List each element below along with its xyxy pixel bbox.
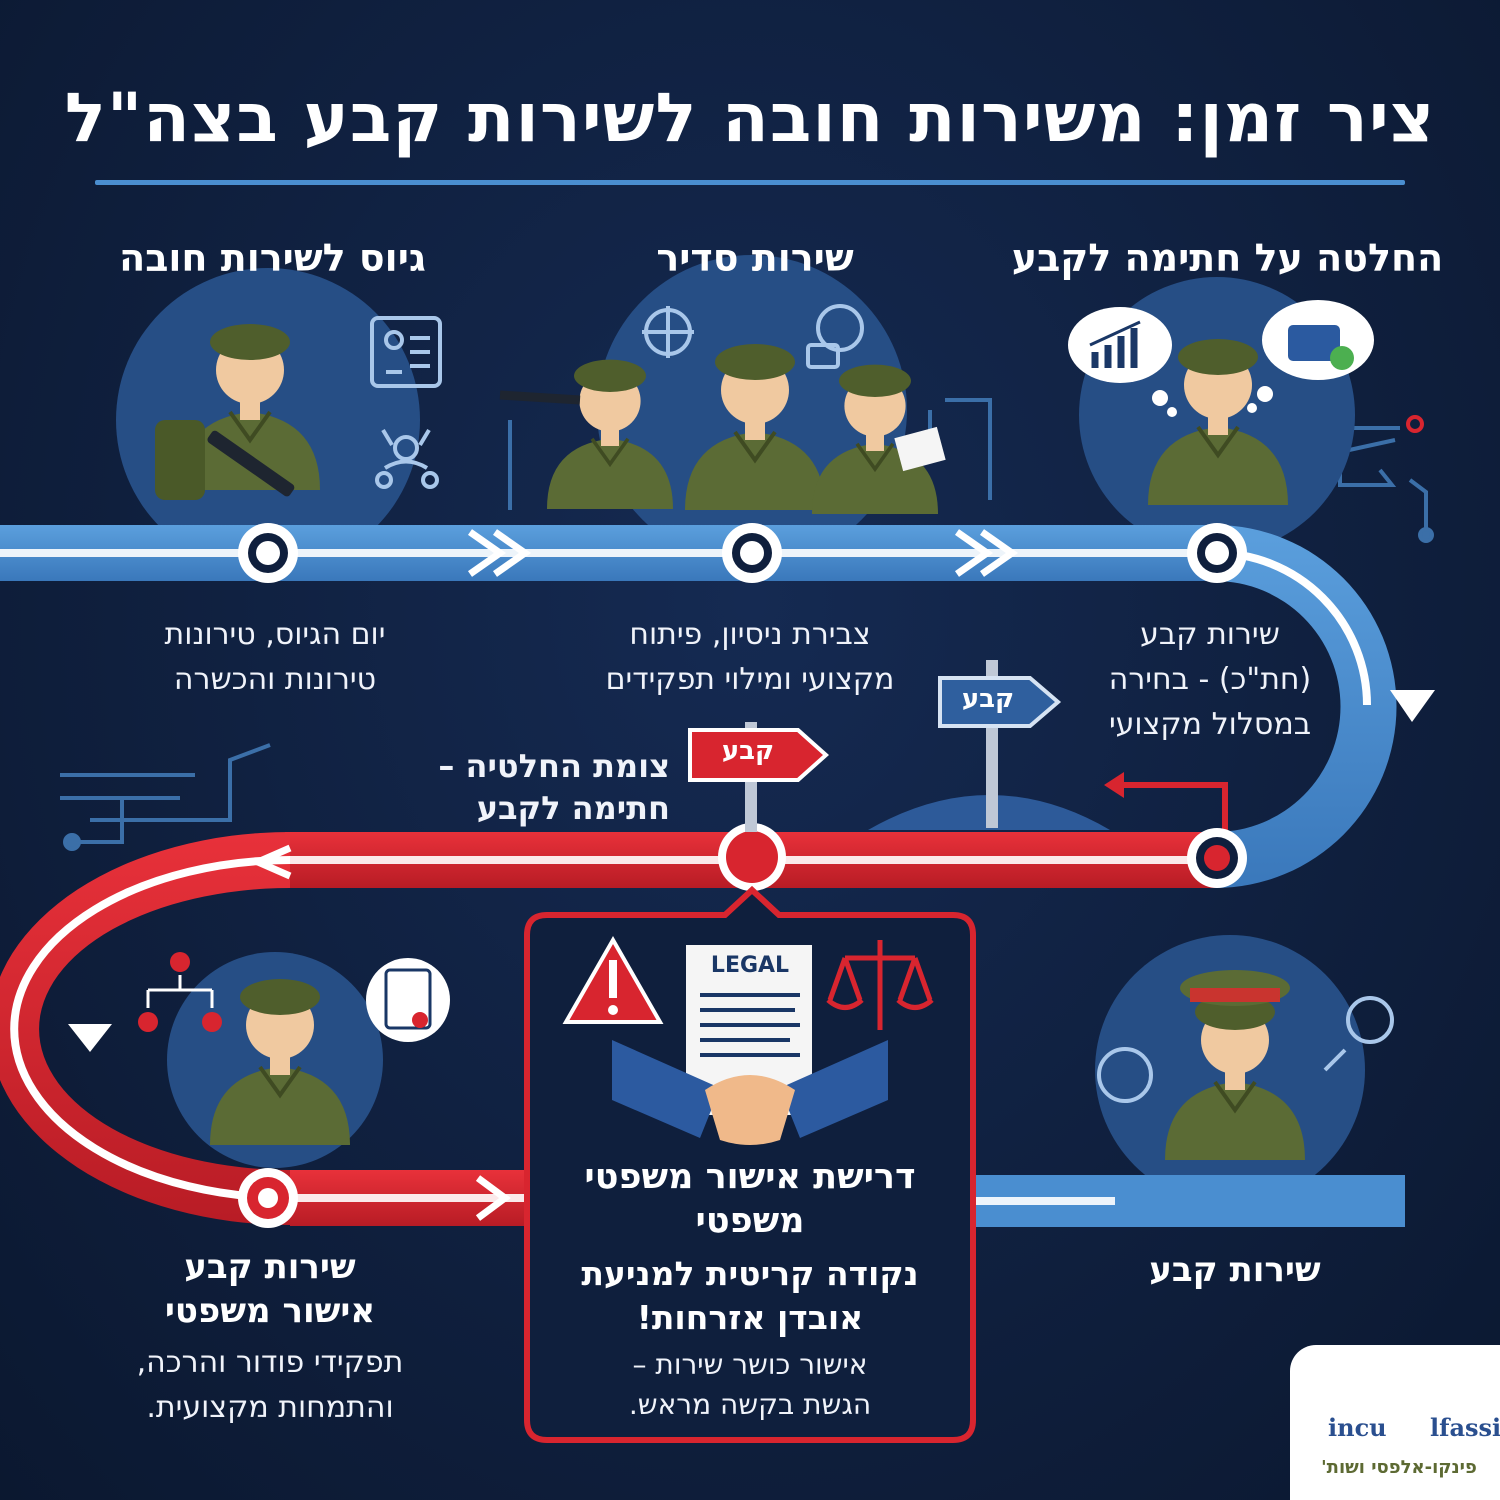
junction-dot <box>718 823 786 891</box>
legal-card <box>524 885 976 1443</box>
blue-sign-label: קבע <box>961 684 1015 714</box>
logo-word-left: incu <box>1328 1413 1387 1442</box>
org-chart-icon <box>138 952 222 1032</box>
scales-icon <box>826 940 934 1030</box>
stage2-dot <box>722 523 782 583</box>
legal-card-critical: נקודה קריטית למניעת אובדן אזרחות! <box>581 1254 919 1337</box>
blue-uturn <box>1215 525 1397 888</box>
stage2-top-icons <box>642 304 864 369</box>
red-dot-right <box>1187 828 1247 888</box>
stage1-title: גיוס לשירות חובה <box>119 236 426 280</box>
red-sign-label: קבע <box>721 736 775 766</box>
blue-lane-stripe <box>0 549 1215 557</box>
left-stage-title: שירות קבע אישור משפטי <box>164 1247 376 1331</box>
stage3-dot <box>1187 523 1247 583</box>
stage3-description: שירות קבע (חת"כ) - בחירה במסלול מקצועי <box>1108 617 1312 742</box>
rifle-icon <box>499 390 581 405</box>
logo-subtitle: פינקו-אלפסי ושות' <box>1321 1457 1477 1478</box>
stage1-dot <box>238 523 298 583</box>
stage2-title: שירות סדיר <box>656 236 854 280</box>
stage1-side-icons <box>370 316 442 489</box>
left-stage-dot <box>238 1168 298 1228</box>
handshake-icon <box>612 1040 888 1145</box>
clipboard-check-icon <box>366 958 450 1042</box>
junction-label: צומת החלטיה – חתימה לקבע <box>438 747 670 827</box>
legal-card-note: אישור כושר שירות – הגשת בקשה מראש. <box>628 1348 872 1421</box>
officer-side-icons <box>1097 996 1394 1103</box>
page-title: ציר זמן: משירות חובה לשירות קבע בצה"ל <box>64 79 1436 158</box>
stage2-description: צבירת ניסיון, פיתוח מקצועי ומילוי תפקידי… <box>605 617 895 697</box>
legal-document-lines <box>700 993 800 1057</box>
red-uturn <box>0 832 290 1225</box>
stage1-soldier-illustration <box>155 322 322 500</box>
clipboard-icon <box>894 426 946 472</box>
right-stage-title: שירות קבע <box>1149 1250 1321 1290</box>
company-logo: incu lfassi פינקו-אלפסי ושות' <box>1290 1345 1500 1500</box>
thought-bubble-chart <box>1068 307 1177 417</box>
thought-bubble-briefcase <box>1247 300 1374 413</box>
left-stage-description: תפקידי פודור והרכה, והתמחות מקצועית. <box>136 1345 404 1425</box>
blue-chevrons <box>467 529 1019 577</box>
legal-document-label: LEGAL <box>710 953 790 978</box>
blue-sign <box>938 676 1062 728</box>
title-underline <box>95 180 1405 185</box>
red-down-arrow <box>68 1024 112 1052</box>
stage3-title: החלטה על חתימה לקבע <box>1011 236 1444 280</box>
stage1-description: יום הגיוס, טירונות טירונות והכשרה <box>164 617 386 697</box>
logo-word-right: lfassi <box>1430 1413 1500 1442</box>
blue-down-arrow <box>1390 690 1435 722</box>
red-sign <box>688 728 830 782</box>
legal-card-title: דרישת אישור משפטי משפטי <box>584 1157 916 1241</box>
